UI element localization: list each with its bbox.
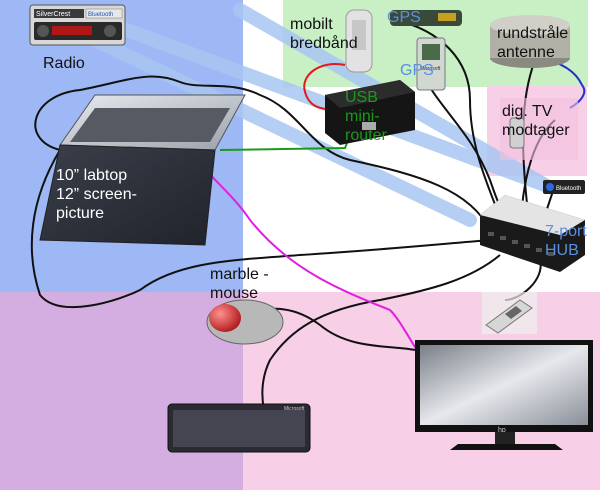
- usb-hub-icon: [480, 195, 585, 272]
- label-radio: Radio: [43, 55, 85, 72]
- label-laptop: 10” labtop 12” screen- picture: [56, 167, 137, 222]
- laptop-icon: [39, 94, 246, 246]
- car-radio-icon: SilverCrest Bluetooth: [29, 4, 126, 46]
- cable-red: [303, 63, 346, 111]
- usb-router-icon: [325, 80, 415, 145]
- gps-brand-text: Microsoft: [420, 66, 441, 72]
- label-gps-top: GPS: [387, 9, 421, 26]
- omni-antenna-icon: [490, 15, 570, 68]
- tv-tuner-icon: [500, 98, 578, 160]
- remote-control-icon: [482, 292, 537, 334]
- label-router: USB mini- router: [345, 89, 387, 144]
- radio-brand-text: SilverCrest: [36, 11, 70, 18]
- cable-magenta: [189, 147, 421, 356]
- keyboard-brand-text: Microsoft: [284, 406, 305, 412]
- label-hub: 7-port HUB: [545, 223, 587, 259]
- label-tv-receiver: dig. TV modtager: [502, 103, 570, 139]
- bluetooth-dongle-icon: Bluetooth: [543, 180, 585, 194]
- keyboard-icon: Microsoft: [167, 403, 311, 453]
- gps-receiver-icon: [390, 10, 462, 26]
- usb-modem-icon: [345, 9, 373, 73]
- radio-bluetooth-text: Bluetooth: [88, 12, 113, 18]
- monitor-brand-text: hp: [498, 427, 506, 434]
- trackball-mouse-icon: [206, 299, 284, 345]
- label-gps-mid: GPS: [400, 62, 434, 79]
- label-mobile-broadband: mobilt bredbånd: [290, 16, 358, 52]
- label-antenna: rundstråle antenne: [497, 25, 569, 61]
- bluetooth-dongle-text: Bluetooth: [556, 186, 581, 192]
- zone-purple: [0, 292, 243, 490]
- gps-receiver-mid-icon: Microsoft: [416, 37, 446, 91]
- monitor-icon: hp: [415, 340, 593, 450]
- label-mouse: marble - mouse: [210, 266, 269, 302]
